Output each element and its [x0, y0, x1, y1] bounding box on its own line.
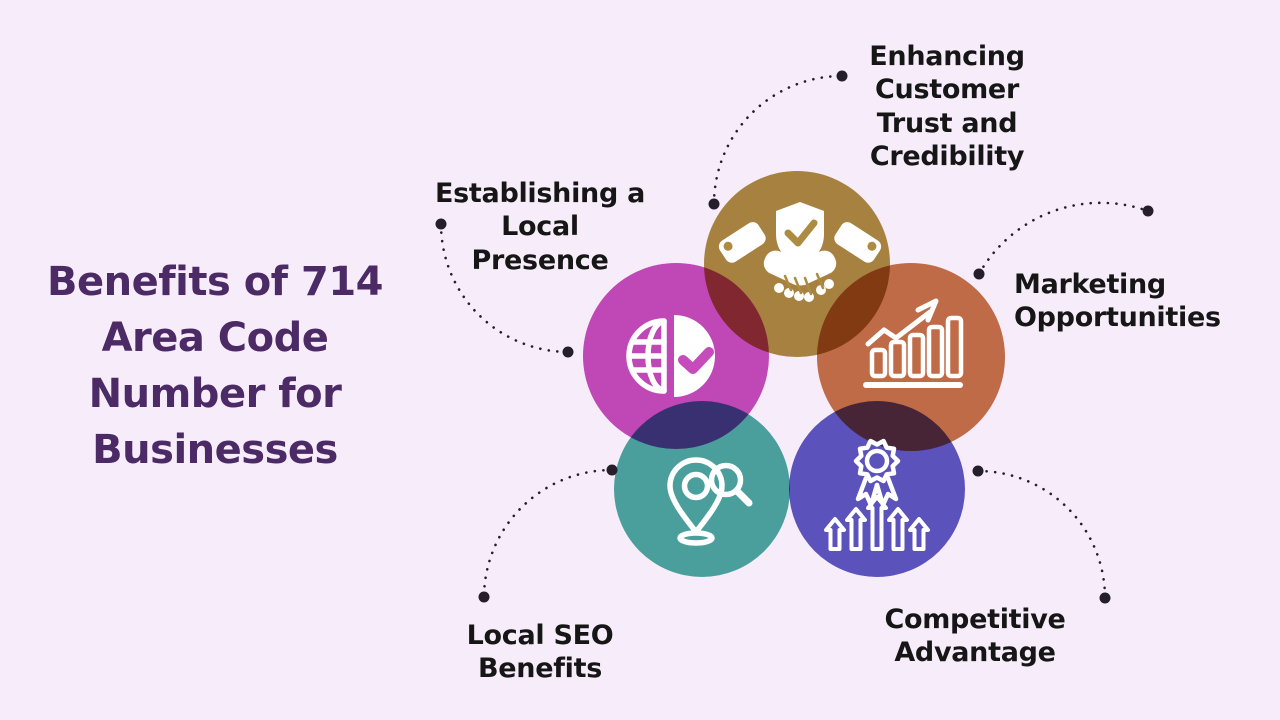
label-marketing-opportunities: Marketing Opportunities	[1014, 269, 1221, 334]
label-local-presence: Establishing a Local Presence	[435, 178, 645, 276]
location-pin-magnifier-icon	[667, 457, 753, 546]
handshake-shield-check-icon	[718, 202, 882, 302]
connector-local-seo	[482, 468, 614, 599]
growth-chart-arrow-icon	[863, 298, 964, 388]
globe-check-icon	[626, 315, 715, 397]
connector-competitive-advantage	[976, 469, 1107, 600]
label-customer-trust: Enhancing Customer Trust and Credibility	[869, 41, 1025, 173]
circle-local-seo	[614, 401, 790, 577]
connector-marketing-opportunities	[977, 201, 1150, 276]
label-competitive-advantage: Competitive Advantage	[884, 604, 1066, 669]
page-title: Benefits of 714 Area Code Number for Bus…	[47, 259, 384, 473]
award-ribbon-arrows-icon	[824, 438, 930, 551]
label-local-seo: Local SEO Benefits	[466, 620, 614, 685]
